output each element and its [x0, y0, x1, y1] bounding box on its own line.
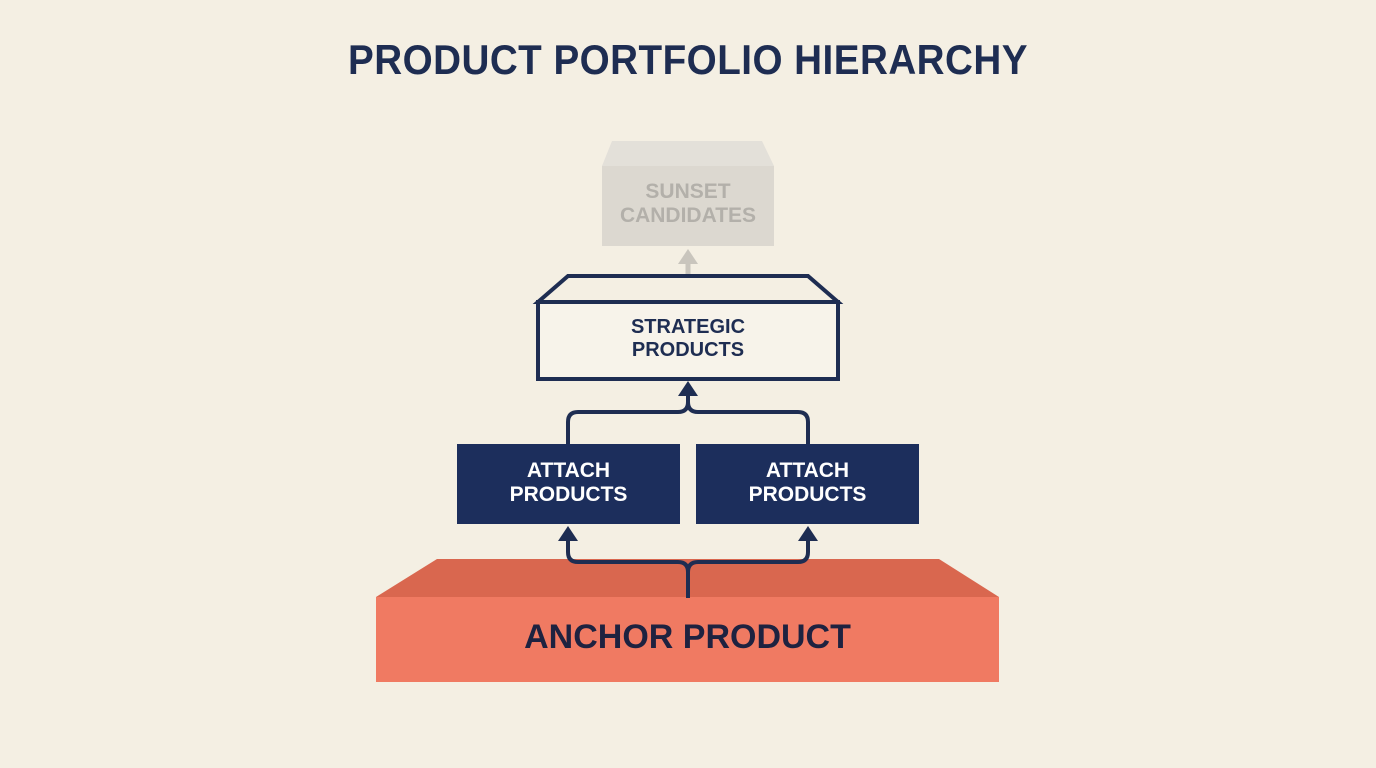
arrow-up-icon: [678, 381, 698, 396]
attach-products-left-label: ATTACH PRODUCTS: [457, 459, 680, 507]
label-line: PRODUCTS: [509, 483, 628, 507]
connector-anchor-to-attach: [566, 538, 810, 598]
arrow-up-icon: [558, 526, 578, 541]
anchor-product-label: ANCHOR PRODUCT: [524, 618, 851, 656]
connector-attach-to-strategic: [566, 392, 810, 444]
strategic-products-label: STRATEGIC PRODUCTS: [538, 316, 838, 362]
label-line: SUNSET: [645, 180, 731, 203]
label-line: ATTACH: [765, 459, 850, 482]
arrow-up-icon: [798, 526, 818, 541]
attach-products-right-node[interactable]: [696, 444, 919, 524]
page-title: PRODUCT PORTFOLIO HIERARCHY: [347, 36, 1029, 83]
label-line: STRATEGIC: [630, 316, 746, 338]
attach-products-left-node[interactable]: [457, 444, 680, 524]
label-line: PRODUCTS: [748, 483, 867, 507]
strategic-products-node[interactable]: [532, 274, 844, 381]
label-line: PRODUCTS: [631, 339, 745, 361]
sunset-candidates-label: SUNSET CANDIDATES: [602, 180, 774, 228]
label-line: CANDIDATES: [619, 204, 757, 228]
attach-products-right-label: ATTACH PRODUCTS: [696, 459, 919, 507]
label-line: ATTACH: [526, 459, 611, 482]
sunset-candidates-node[interactable]: [602, 141, 774, 246]
